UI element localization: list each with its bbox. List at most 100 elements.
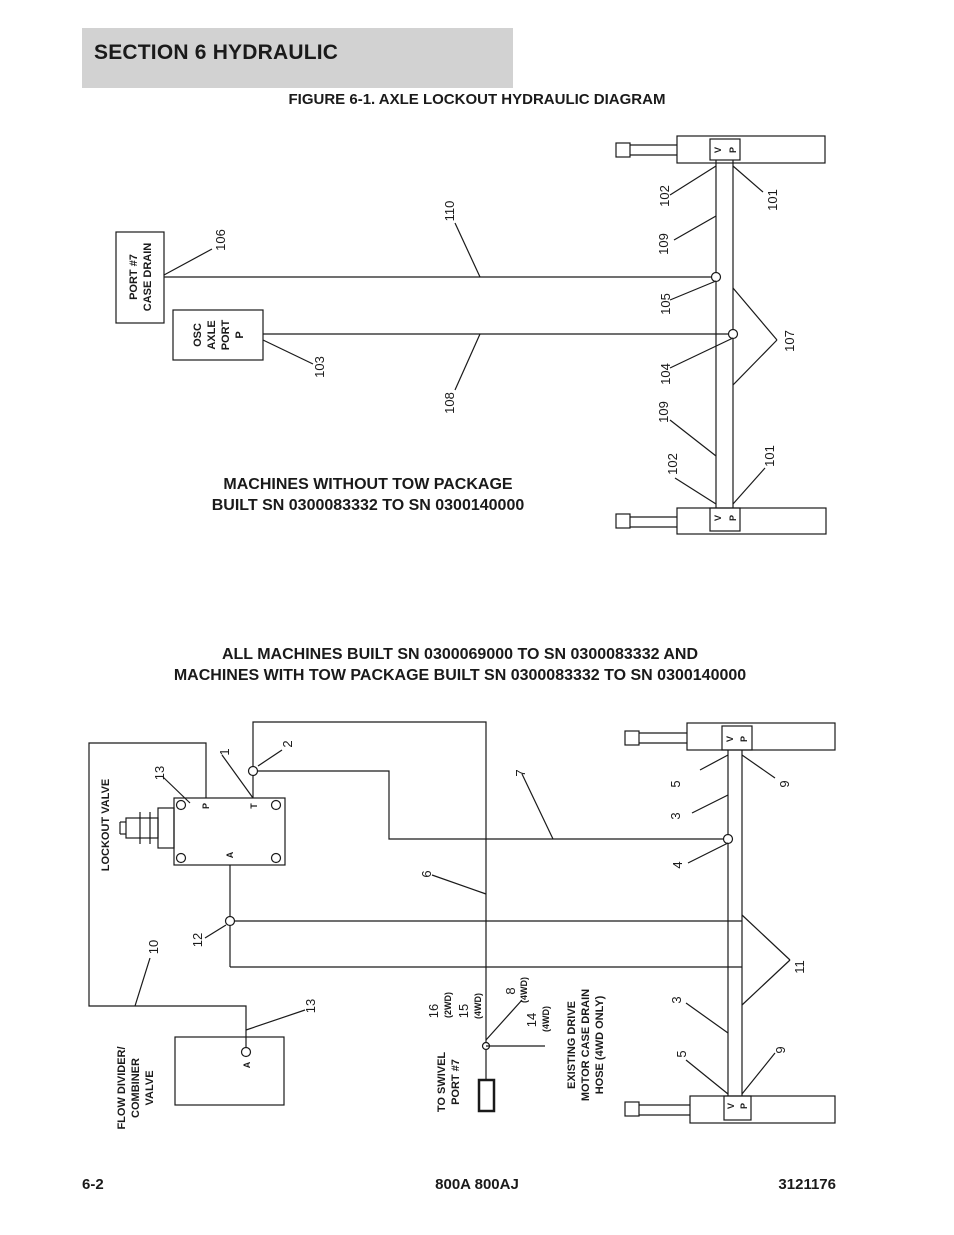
callout-101-top: 101 <box>765 189 780 211</box>
callout-104: 104 <box>658 363 673 385</box>
callout-13-bottom: 13 <box>303 999 318 1013</box>
hose-10 <box>88 742 247 1047</box>
upper-top-cylinder-body <box>676 135 826 164</box>
lower-bottom-cylinder-body <box>689 1095 836 1124</box>
case-drain-box <box>115 231 165 324</box>
callout-9-top: 9 <box>777 780 792 787</box>
swivel-label-line1: TO SWIVEL <box>436 1052 448 1113</box>
lower-top-cylinder-port-block <box>721 725 753 751</box>
lower-top-rod-end <box>624 730 640 746</box>
flow-divider-port-a <box>240 1046 252 1058</box>
tee-105 <box>710 271 722 283</box>
flow-divider-port-a-label: A <box>242 1061 252 1068</box>
upper-caption: MACHINES WITHOUT TOW PACKAGE BUILT SN 03… <box>150 474 586 516</box>
callout-3-bottom: 3 <box>669 996 684 1003</box>
osc-label-line4: P <box>234 331 246 338</box>
drive-drain-label-line2: MOTOR CASE DRAIN <box>580 989 592 1101</box>
upper-bottom-rod-end <box>615 513 631 529</box>
flow-divider-label-line3: VALVE <box>144 1070 156 1105</box>
osc-label-line2: AXLE <box>206 320 218 349</box>
upper-bottom-cylinder-port-block <box>709 507 741 532</box>
callout-11: 11 <box>792 960 807 974</box>
upper-bottom-cylinder-body <box>676 507 827 535</box>
lower-bottom-cylinder-port-block <box>723 1095 752 1121</box>
callout-16: 16 <box>426 1004 441 1018</box>
lower-caption: ALL MACHINES BUILT SN 0300069000 TO SN 0… <box>80 644 840 686</box>
tee-104 <box>727 328 739 340</box>
callout-15-note: (4WD) <box>473 993 483 1019</box>
lower-top-port-v: V <box>725 736 735 742</box>
tee-4 <box>722 833 734 845</box>
callout-103: 103 <box>312 356 327 378</box>
callout-14: 14 <box>524 1013 539 1027</box>
upper-top-port-p: P <box>728 147 738 153</box>
lower-top-port-p: P <box>739 736 749 742</box>
callout-10: 10 <box>146 940 161 954</box>
lockout-valve-actuator <box>157 807 175 849</box>
footer-model: 800A 800AJ <box>435 1176 519 1193</box>
lower-top-cylinder-body <box>686 722 836 751</box>
lockout-valve-label: LOCKOUT VALVE <box>100 779 112 871</box>
callout-9-bottom: 9 <box>773 1046 788 1053</box>
callout-108: 108 <box>442 392 457 414</box>
callout-12: 12 <box>190 933 205 947</box>
hose-6 <box>252 721 487 1080</box>
flow-divider-label-line2: COMBINER <box>130 1058 142 1118</box>
callout-8-note: (4WD) <box>519 977 529 1003</box>
callout-16-note: (2WD) <box>443 992 453 1018</box>
callout-101-bottom: 101 <box>762 445 777 467</box>
figure-title: FIGURE 6-1. AXLE LOCKOUT HYDRAULIC DIAGR… <box>288 91 666 108</box>
callout-110: 110 <box>442 201 457 222</box>
valve-port-p-label: P <box>201 803 211 809</box>
valve-port-a-label: A <box>225 851 235 858</box>
lower-bottom-port-v: V <box>726 1103 736 1109</box>
swivel-label-line2: PORT #7 <box>450 1059 462 1105</box>
drive-drain-label-line1: EXISTING DRIVE <box>566 1001 578 1089</box>
tee-12 <box>224 915 236 927</box>
upper-caption-line2: BUILT SN 0300083332 TO SN 0300140000 <box>211 497 525 514</box>
callout-2: 2 <box>280 740 295 747</box>
swivel-port-7 <box>477 1078 496 1113</box>
callout-6: 6 <box>419 870 434 877</box>
section-title: SECTION 6 HYDRAULIC <box>94 41 339 64</box>
callout-106: 106 <box>213 229 228 251</box>
tee-2 <box>247 765 259 777</box>
section-header-band <box>82 28 513 88</box>
osc-label-line1: OSC <box>192 323 204 347</box>
callout-102-top: 102 <box>657 185 672 207</box>
callout-1: 1 <box>217 748 232 755</box>
drive-drain-label-line3: HOSE (4WD ONLY) <box>594 995 606 1094</box>
callout-13-top: 13 <box>152 766 167 780</box>
callout-107: 107 <box>782 330 797 352</box>
case-drain-label-line2: CASE DRAIN <box>142 243 154 312</box>
osc-axle-port-box <box>172 309 264 361</box>
callout-102-bottom: 102 <box>665 453 680 475</box>
lower-bottom-rod-end <box>624 1101 640 1117</box>
lower-caption-line2: MACHINES WITH TOW PACKAGE BUILT SN 03000… <box>173 667 747 684</box>
osc-label-line3: PORT <box>220 319 232 350</box>
callout-5-top: 5 <box>668 780 683 787</box>
callout-4: 4 <box>670 861 685 868</box>
callout-105: 105 <box>658 293 673 315</box>
flow-divider-valve-box <box>174 1036 285 1106</box>
callout-5-bottom: 5 <box>674 1050 689 1057</box>
case-drain-label-line1: PORT #7 <box>128 254 140 300</box>
upper-caption-line1: MACHINES WITHOUT TOW PACKAGE <box>223 476 513 493</box>
lower-bottom-port-p: P <box>739 1103 749 1109</box>
hose-7 <box>253 770 728 840</box>
valve-port-t-label: T <box>249 803 259 809</box>
upper-top-port-v: V <box>713 147 723 153</box>
callout-14-note: (4WD) <box>541 1006 551 1032</box>
callout-3-top: 3 <box>668 812 683 819</box>
callout-15: 15 <box>456 1004 471 1018</box>
upper-top-rod-end <box>615 142 631 158</box>
footer-page-number: 6-2 <box>82 1176 104 1193</box>
lower-caption-line1: ALL MACHINES BUILT SN 0300069000 TO SN 0… <box>221 646 699 663</box>
callout-7: 7 <box>513 769 528 776</box>
callout-8: 8 <box>503 987 518 994</box>
upper-bottom-port-p: P <box>728 515 738 521</box>
callout-109-bottom: 109 <box>656 401 671 423</box>
upper-bottom-port-v: V <box>713 515 723 521</box>
callout-109-top: 109 <box>656 233 671 255</box>
